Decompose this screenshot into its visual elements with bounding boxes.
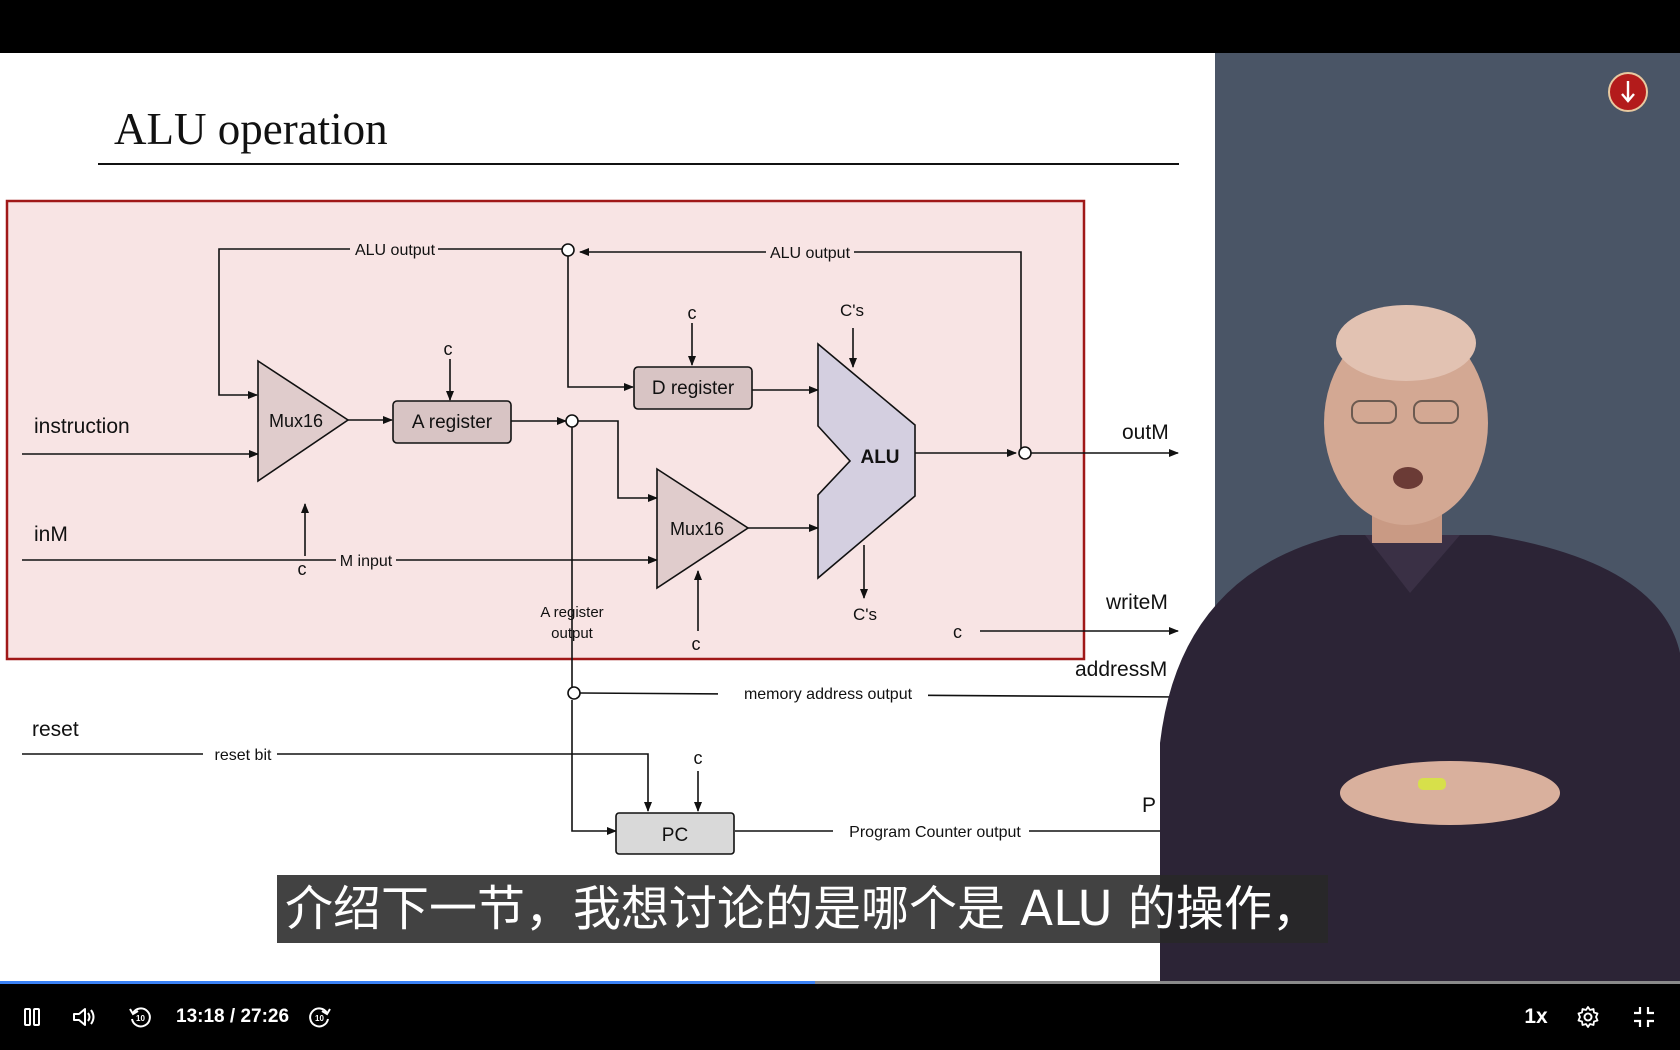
label-cs-top: C's — [840, 301, 864, 320]
current-time: 13:18 — [176, 1006, 225, 1027]
fullscreen-button[interactable] — [1628, 984, 1660, 1050]
alu-shape — [817, 342, 916, 580]
settings-button[interactable] — [1572, 984, 1604, 1050]
play-pause-button[interactable] — [16, 984, 48, 1050]
lecture-slide: ALU operation — [0, 53, 1215, 984]
label-addressM: addressM — [1075, 658, 1167, 681]
label-c-d-register: c — [688, 303, 697, 323]
cpu-diagram: ALU output ALU output instruction inM M … — [5, 199, 1181, 855]
label-c-pc: c — [694, 748, 703, 768]
rewind-10-icon: 10 — [129, 1007, 151, 1028]
slide-title: ALU operation — [114, 104, 388, 154]
junction-address — [567, 686, 581, 700]
speaker-figure — [1160, 305, 1680, 984]
label-c-write: c — [953, 622, 962, 642]
volume-icon — [73, 1008, 95, 1026]
title-underline — [98, 163, 1179, 165]
label-c-mux-b: c — [692, 634, 701, 654]
label-inM: inM — [34, 523, 68, 546]
svg-text:10: 10 — [315, 1014, 324, 1023]
mux16-b — [656, 467, 750, 590]
playback-speed-button[interactable]: 1x — [1524, 1005, 1548, 1028]
label-pc: PC — [662, 825, 688, 846]
progress-fill — [0, 981, 815, 984]
time-display: 13:18 / 27:26 — [176, 984, 289, 1050]
d-register-box — [633, 366, 753, 410]
label-m-input: M input — [340, 553, 393, 570]
label-outM: outM — [1122, 421, 1169, 444]
label-c-a-register: c — [444, 339, 453, 359]
label-c-mux-a: c — [298, 559, 307, 579]
subtitle-text: 介绍下一节，我想讨论的是哪个是 ALU 的操作， — [285, 881, 1320, 937]
pause-icon — [24, 1008, 40, 1026]
duration: 27:26 — [240, 1006, 290, 1027]
junction-a-register — [565, 414, 579, 428]
label-pc-out-partial: P — [1142, 794, 1156, 817]
progress-bar[interactable] — [0, 981, 1680, 984]
forward-10-icon: 10 — [309, 1007, 331, 1028]
label-alu-output-right: ALU output — [770, 245, 851, 262]
label-d-register: D register — [652, 378, 735, 399]
label-reset: reset — [32, 718, 79, 741]
top-black-bar — [0, 0, 1680, 53]
a-register-box — [392, 400, 512, 444]
rewind-10-button[interactable]: 10 — [124, 984, 156, 1050]
label-program-counter-output: Program Counter output — [849, 824, 1021, 841]
svg-text:10: 10 — [136, 1014, 145, 1023]
volume-button[interactable] — [68, 984, 100, 1050]
highlight-region — [5, 199, 1086, 661]
label-a-register: A register — [412, 412, 493, 433]
junction-alu-output — [561, 243, 575, 257]
label-a-register-output-2: output — [551, 625, 594, 642]
forward-10-button[interactable]: 10 — [304, 984, 336, 1050]
logo-icon — [1608, 72, 1648, 112]
label-writeM: writeM — [1105, 591, 1168, 614]
time-separator: / — [224, 1006, 241, 1027]
player-controls: 10 13:18 / 27:26 10 1x — [0, 984, 1680, 1050]
gear-icon — [1577, 1006, 1599, 1028]
label-reset-bit: reset bit — [215, 747, 272, 764]
pc-box — [615, 812, 735, 855]
label-memory-address-output: memory address output — [744, 686, 913, 703]
label-mux16-b: Mux16 — [670, 519, 724, 539]
label-instruction: instruction — [34, 415, 130, 438]
fullscreen-exit-icon — [1634, 1007, 1654, 1027]
label-mux16-a: Mux16 — [269, 411, 323, 431]
label-a-register-output-1: A register — [540, 604, 603, 621]
label-alu: ALU — [860, 447, 899, 468]
subtitle-box: 介绍下一节，我想讨论的是哪个是 ALU 的操作， — [277, 875, 1328, 943]
junction-alu-out — [1018, 446, 1032, 460]
mux16-a — [257, 359, 350, 483]
video-frame[interactable]: ALU operation — [0, 53, 1680, 984]
label-cs-bottom: C's — [853, 605, 877, 624]
label-alu-output-left: ALU output — [355, 242, 436, 259]
